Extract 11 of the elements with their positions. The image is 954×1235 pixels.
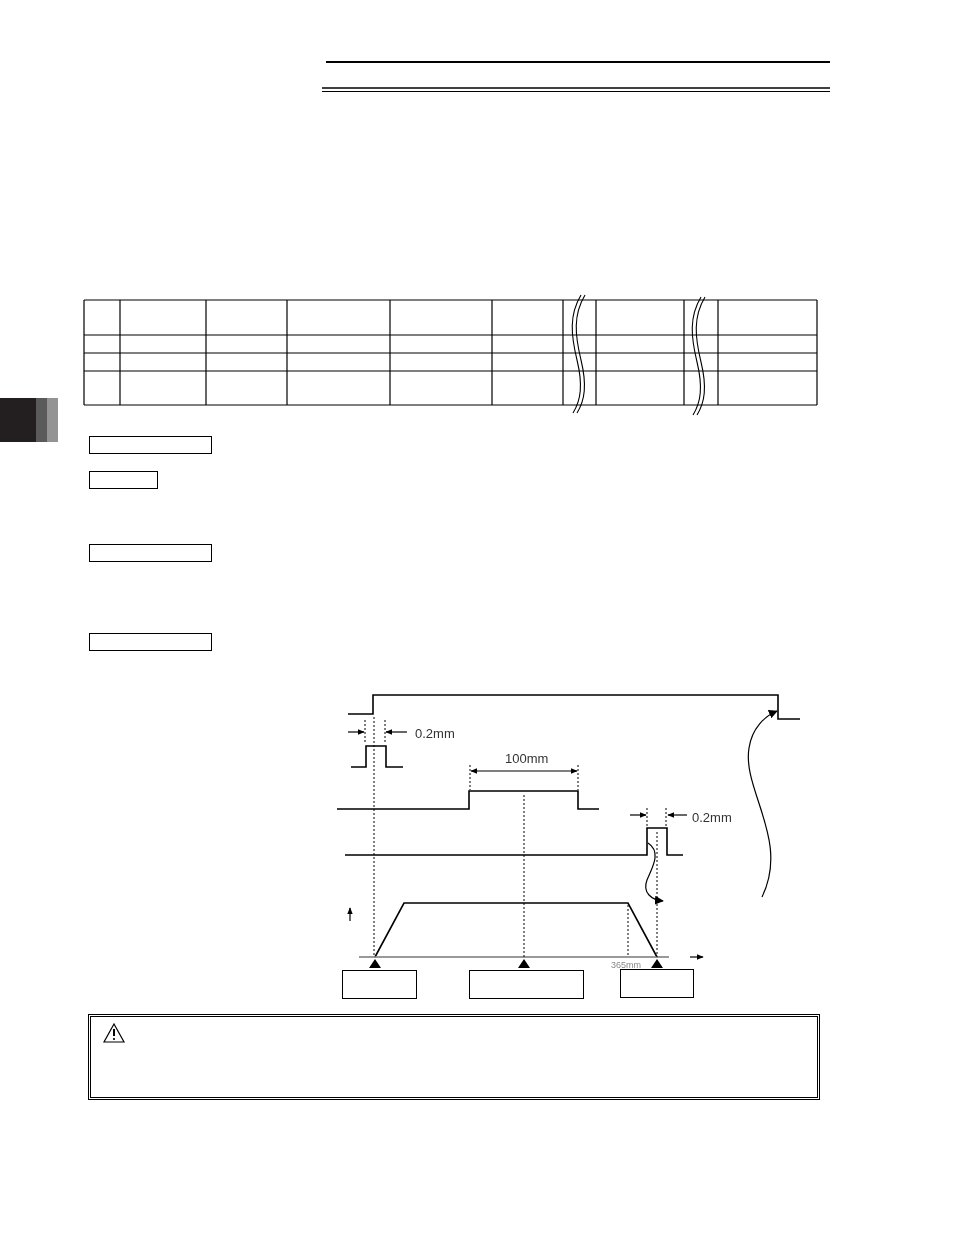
empty-label-box [89,633,212,651]
empty-label-box [342,970,417,999]
dimension-label: 0.2mm [692,811,732,824]
empty-label-box [89,471,158,489]
dimension-label: 100mm [505,752,549,765]
empty-label-box [469,970,584,999]
dimension-label: 0.2mm [415,727,455,740]
empty-label-box [620,969,694,998]
empty-label-box [89,436,212,454]
empty-label-box [89,544,212,562]
dimension-label: 365mm [611,961,641,970]
